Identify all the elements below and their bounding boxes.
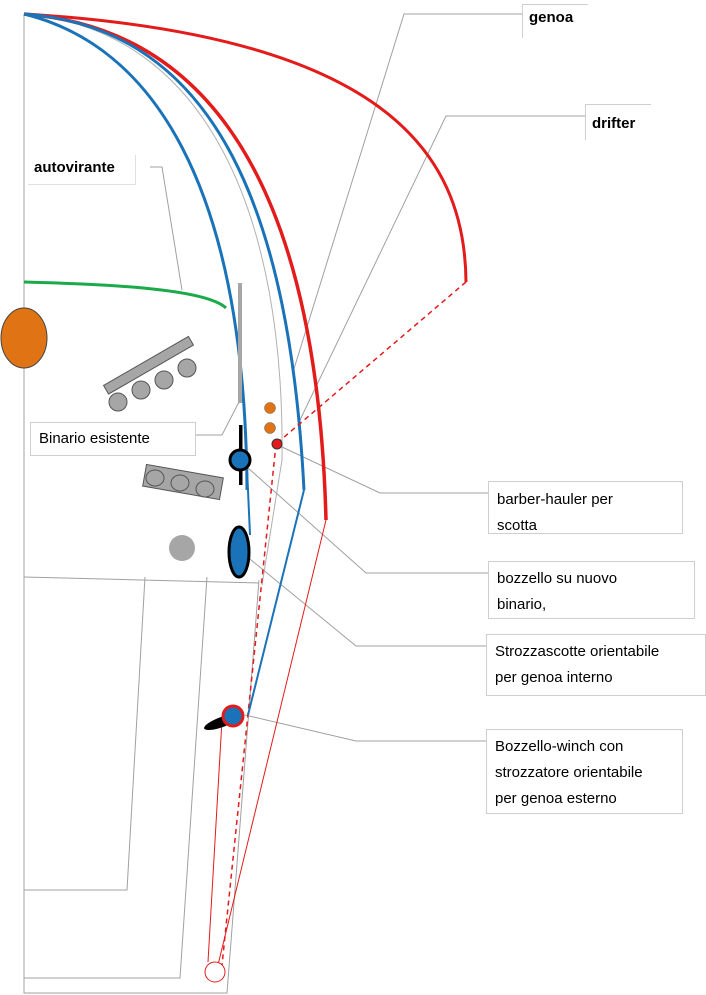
leader-deck-b — [24, 576, 208, 979]
leader-deck-a — [24, 576, 146, 891]
leader-bozzello-winch — [244, 714, 488, 742]
hull-outline — [23, 14, 260, 994]
label-binario-esistente: Binario esistente — [30, 422, 196, 456]
label-bozzello-winch: Bozzello-winch con strozzatore orientabi… — [486, 729, 683, 814]
winch-row-lower — [142, 463, 224, 501]
autovirante-boom — [23, 280, 228, 310]
leader-drifter — [299, 115, 585, 421]
drifter-sail-leech — [23, 12, 306, 491]
hull-edge-curve — [23, 13, 283, 586]
label-barber-hauler: barber-hauler per scotta — [488, 481, 683, 534]
label-autovirante: autovirante — [28, 155, 136, 185]
bozzello-track-block — [228, 448, 252, 472]
label-strozzascotte: Strozzascotte orientabile per genoa inte… — [486, 634, 706, 696]
orange-fairlead-2 — [264, 422, 276, 434]
leader-strozzascotte — [244, 554, 488, 647]
genoa-sheet-left — [207, 719, 223, 963]
genoa-sheet-dashed — [275, 281, 467, 445]
leader-binario — [196, 399, 241, 436]
leader-genoa — [292, 13, 522, 373]
label-bozzello-binario: bozzello su nuovo binario, — [488, 561, 695, 619]
genoa-sheet-right — [217, 519, 327, 966]
bozzello-winch — [221, 704, 245, 728]
leader-barber — [281, 446, 490, 494]
winch-row-upper — [102, 335, 197, 412]
drifter-sheet — [247, 489, 305, 716]
gray-deck-fitting — [169, 535, 195, 561]
existing-track — [238, 283, 242, 403]
leader-bozzello-binario — [247, 467, 490, 574]
orange-fairlead-1 — [264, 402, 276, 414]
genoa-sail-outer-curve — [23, 12, 468, 283]
label-drifter: drifter — [585, 104, 651, 140]
autovirante-jib — [23, 12, 249, 491]
leader-lines — [24, 13, 585, 979]
deck-line — [23, 576, 260, 584]
leader-autovirante — [150, 166, 183, 291]
genoa-sheet-dashed-lower — [221, 443, 277, 966]
label-genoa: genoa — [522, 4, 588, 38]
jib-sheet — [246, 467, 251, 536]
barber-hauler-block — [271, 438, 283, 450]
turning-block — [204, 961, 226, 983]
strozzascotte-cam — [227, 525, 251, 579]
orange-mast-base — [0, 307, 48, 369]
